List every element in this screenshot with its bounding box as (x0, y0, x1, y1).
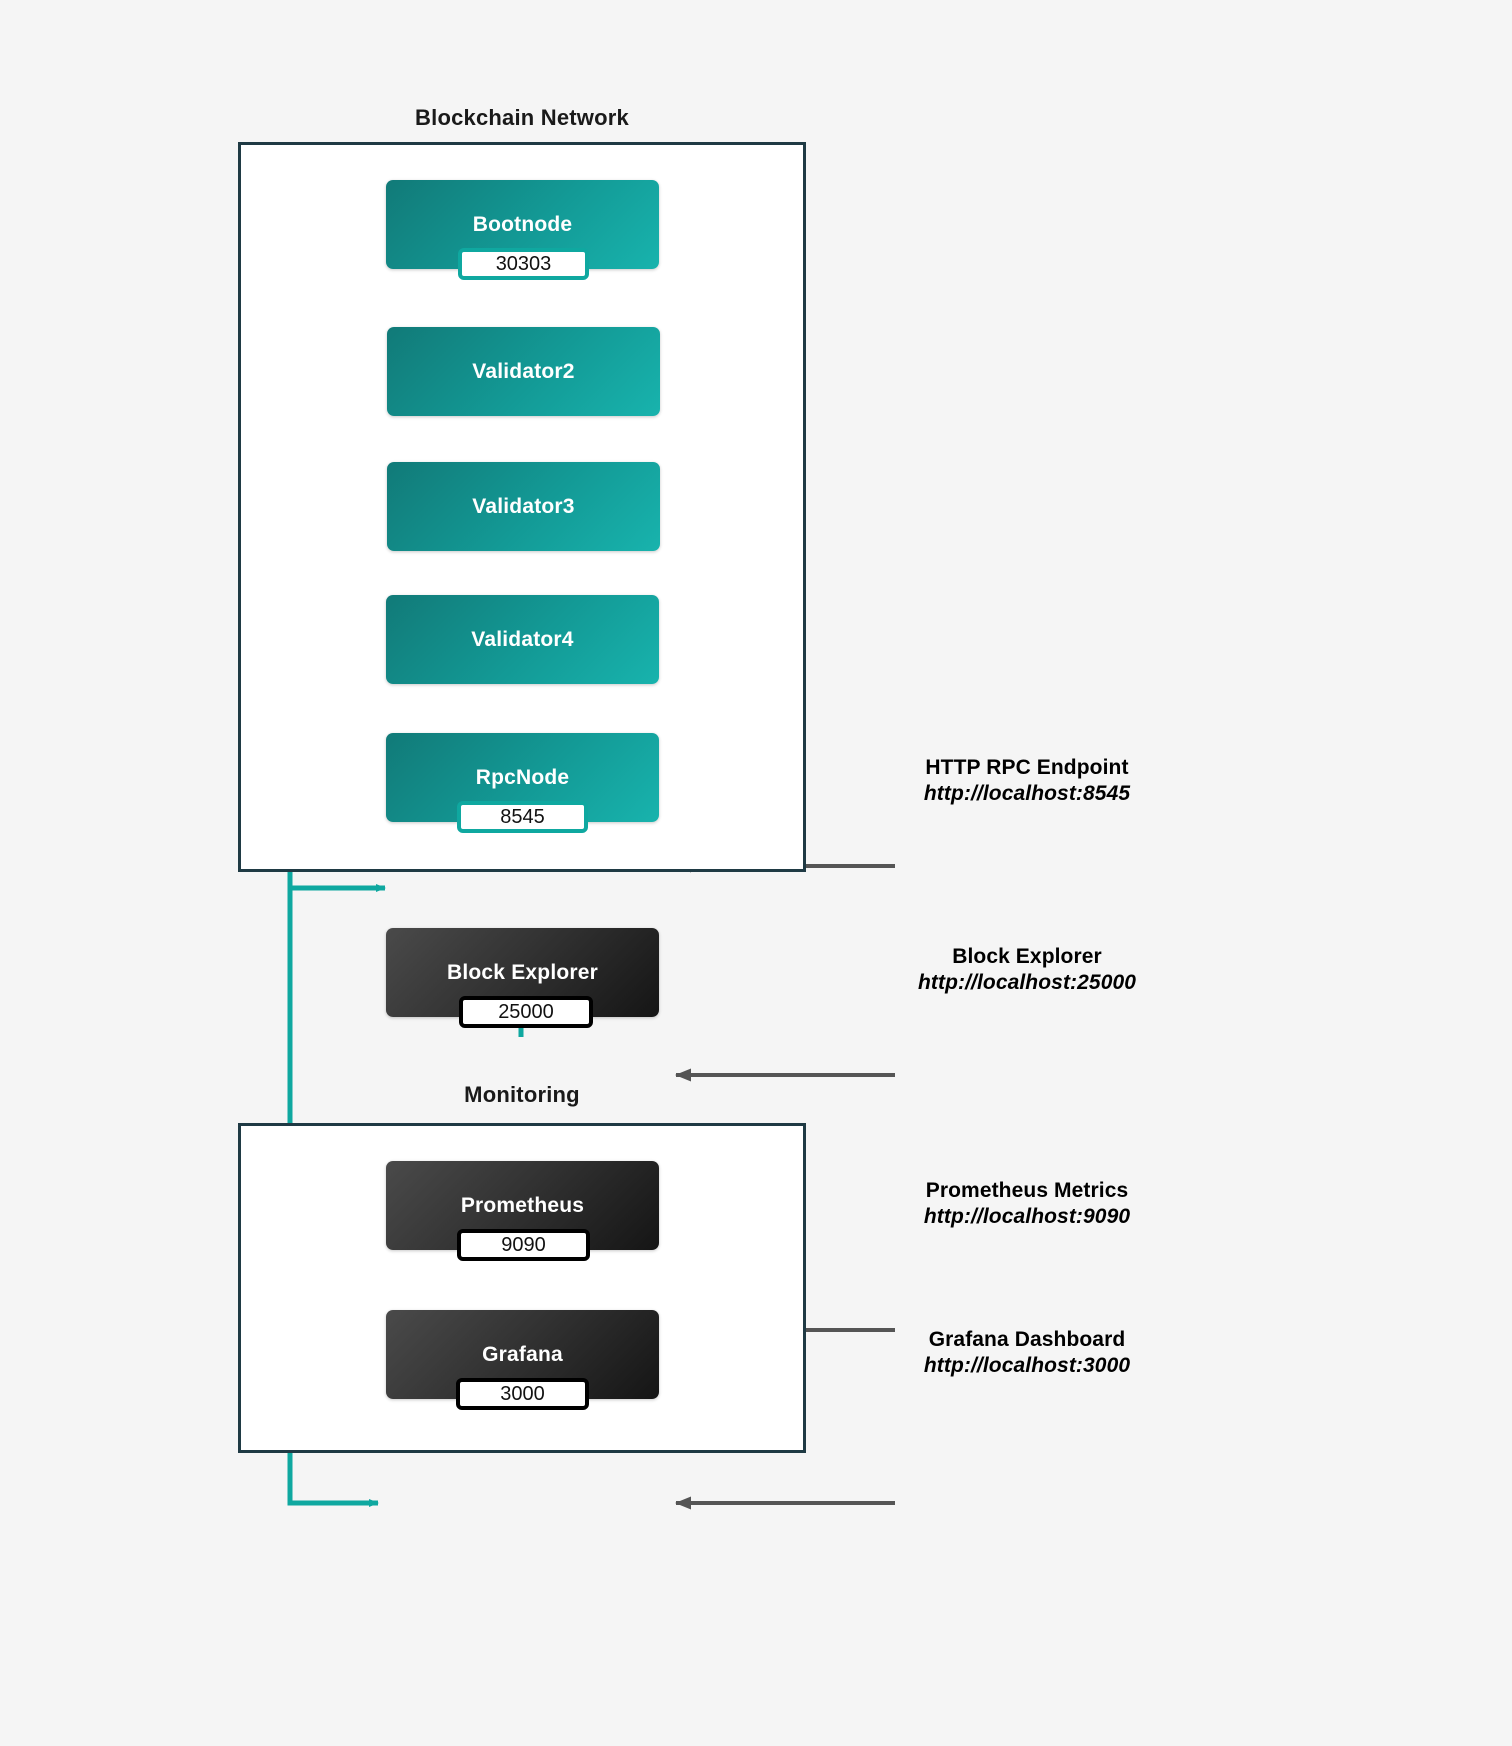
node-grafana-port: 3000 (500, 1382, 545, 1405)
node-prometheus-port-badge: 9090 (457, 1229, 590, 1261)
annotation-block-explorer: Block Explorer http://localhost:25000 (898, 944, 1156, 997)
node-grafana-label: Grafana (482, 1342, 563, 1366)
node-bootnode-port: 30303 (495, 252, 552, 275)
node-prometheus-label: Prometheus (460, 1193, 585, 1217)
annotation-block-explorer-url[interactable]: http://localhost:25000 (917, 971, 1137, 995)
annotation-grafana-dashboard-title: Grafana Dashboard (928, 1328, 1126, 1351)
node-grafana-port-badge: 3000 (456, 1378, 589, 1410)
annotation-rpc-endpoint-title: HTTP RPC Endpoint (925, 756, 1129, 779)
annotation-block-explorer-title: Block Explorer (952, 945, 1102, 968)
node-validator2-label: Validator2 (472, 359, 575, 383)
node-validator4-label: Validator4 (471, 627, 574, 651)
annotation-rpc-endpoint: HTTP RPC Endpoint http://localhost:8545 (898, 755, 1156, 808)
annotation-prometheus-metrics: Prometheus Metrics http://localhost:9090 (898, 1178, 1156, 1231)
node-validator3-label: Validator3 (472, 494, 575, 518)
node-prometheus-port: 9090 (501, 1233, 546, 1256)
node-validator2[interactable]: Validator2 (387, 327, 660, 416)
node-rpcnode-port: 8545 (500, 805, 545, 828)
node-block-explorer-port: 25000 (498, 1000, 554, 1023)
node-rpcnode-port-badge: 8545 (457, 801, 588, 833)
node-rpcnode-label: RpcNode (475, 765, 570, 789)
node-bootnode-label: Bootnode (472, 212, 573, 236)
node-validator3[interactable]: Validator3 (387, 462, 660, 551)
node-block-explorer-label: Block Explorer (446, 960, 599, 984)
node-validator4[interactable]: Validator4 (386, 595, 659, 684)
annotation-rpc-endpoint-url[interactable]: http://localhost:8545 (923, 782, 1131, 806)
node-bootnode-port-badge: 30303 (458, 248, 589, 280)
annotation-grafana-dashboard: Grafana Dashboard http://localhost:3000 (898, 1327, 1156, 1380)
cluster-title-blockchain: Blockchain Network (415, 105, 629, 130)
cluster-title-monitoring: Monitoring (464, 1082, 580, 1107)
annotation-prometheus-metrics-url[interactable]: http://localhost:9090 (923, 1205, 1131, 1229)
annotation-prometheus-metrics-title: Prometheus Metrics (925, 1179, 1129, 1202)
annotation-grafana-dashboard-url[interactable]: http://localhost:3000 (923, 1354, 1131, 1378)
node-block-explorer-port-badge: 25000 (459, 996, 593, 1028)
